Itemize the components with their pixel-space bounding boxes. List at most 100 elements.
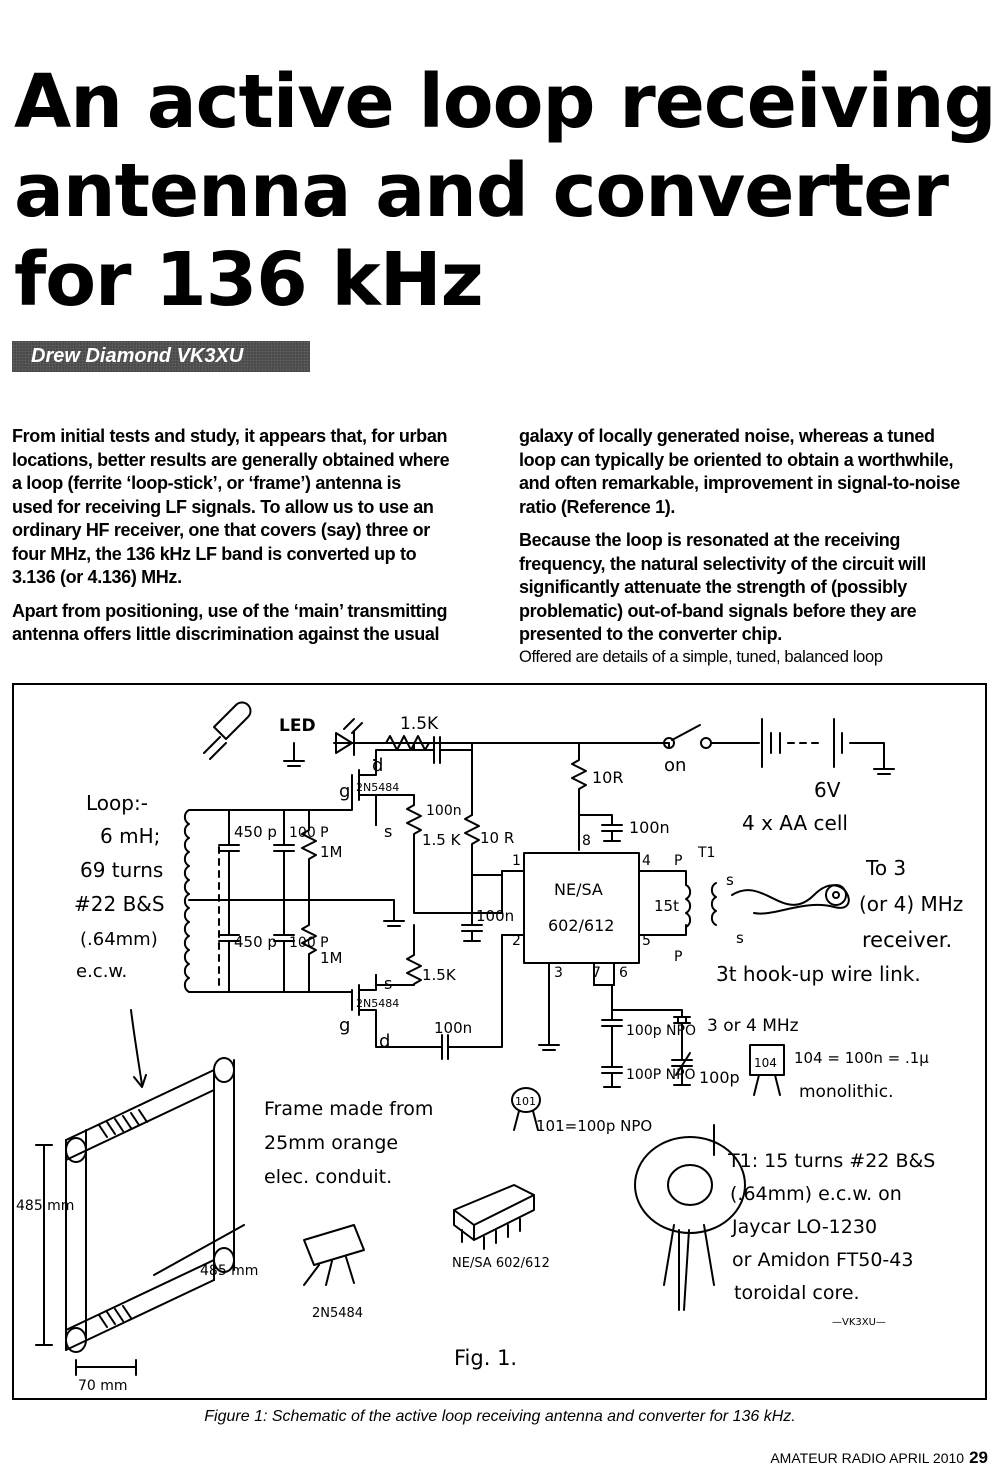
label-c-100n-supply: 100n (629, 818, 670, 837)
capacitor-top (413, 736, 473, 816)
label-pin-1: 1 (512, 853, 521, 869)
wire-mid (413, 874, 473, 914)
capacitor-mid-100n (461, 912, 483, 942)
capacitor-bot (433, 934, 503, 1060)
paragraph: From initial tests and study, it appears… (12, 425, 492, 590)
wire-pin4 (638, 870, 687, 886)
label-c-100n-bot: 100n (434, 1019, 472, 1037)
led-wire-down (283, 742, 305, 767)
label-pin-g: g (339, 781, 350, 802)
body-column-right: galaxy of locally generated noise, where… (519, 425, 989, 667)
paragraph: galaxy of locally generated noise, where… (519, 425, 989, 519)
wire-drain-top (375, 742, 415, 761)
label-battery-desc: 4 x AA cell (742, 811, 848, 835)
label-r-1m-a: 1M (320, 843, 343, 861)
label-t1-s: s (736, 929, 744, 947)
label-t1-desc: toroidal core. (734, 1282, 860, 1304)
label-pin-s: s (384, 974, 392, 993)
title-line-2: antenna and converter (14, 148, 949, 234)
gate-resistor-a (301, 809, 317, 901)
power-switch (663, 724, 760, 749)
label-pin-3: 3 (554, 965, 563, 981)
label-frame-desc: 25mm orange (264, 1132, 398, 1154)
label-cap-450-b: 450 p (234, 933, 277, 951)
tuning-cap-100-b (273, 899, 295, 993)
label-frame-desc: elec. conduit. (264, 1166, 392, 1188)
wire-pin5 (638, 924, 687, 936)
label-pin-4: 4 (642, 853, 651, 869)
capacitor-104-drawing (749, 1044, 785, 1096)
loop-bottom-wire (188, 991, 353, 1001)
label-r-1m-b: 1M (320, 949, 343, 967)
loop-frame-drawing (35, 1057, 245, 1376)
crystal (611, 1009, 691, 1036)
jfet-package-drawing (303, 1224, 365, 1286)
text-line: four MHz, the 136 kHz LF band is convert… (12, 543, 417, 564)
wire-mid-ic (471, 870, 503, 914)
label-r-10r-b: 10 R (480, 829, 514, 847)
label-cap-104-marking: 104 (754, 1056, 777, 1070)
author-byline: Drew Diamond VK3XU (12, 341, 310, 372)
label-signature: —VK3XU— (832, 1317, 886, 1328)
label-cap-101-desc: 101=100p NPO (536, 1117, 652, 1135)
text-line: and often remarkable, improvement in sig… (519, 473, 960, 493)
label-pin-6: 6 (619, 965, 628, 981)
label-t1-p: P (674, 853, 682, 869)
label-r-bot-15k: 1.5K (422, 966, 457, 984)
label-pin-d: d (372, 755, 383, 776)
schematic-figure: LED 1.5K on 6V 4 x AA cell 10R 100n 100n… (12, 683, 987, 1400)
label-to-receiver: (or 4) MHz (859, 892, 963, 916)
tuning-cap-450-b (218, 899, 240, 993)
label-jfet-pkg: 2N5484 (312, 1306, 363, 1321)
label-ic: 602/612 (548, 916, 614, 935)
text-line: a loop (ferrite ‘loop-stick’, or ‘frame’… (12, 473, 401, 493)
label-c-100p-npo-b: 100P NPO (626, 1067, 696, 1083)
capacitor-npo-b (601, 1054, 623, 1088)
label-cap-104-desc: 104 = 100n = .1μ (794, 1049, 929, 1067)
label-t1-desc: T1: 15 turns #22 B&S (727, 1150, 935, 1172)
label-cap-104-desc: monolithic. (799, 1082, 894, 1102)
label-pin-2: 2 (512, 933, 521, 949)
label-t1-desc: Jaycar LO-1230 (731, 1216, 877, 1238)
figure-caption: Figure 1: Schematic of the active loop r… (204, 1408, 796, 1425)
page-number: 29 (969, 1448, 988, 1467)
paragraph: Apart from positioning, use of the ‘main… (12, 600, 492, 647)
text-line: antenna offers little discrimination aga… (12, 624, 440, 644)
publication-name: AMATEUR RADIO APRIL 2010 (770, 1450, 965, 1466)
label-switch-on: on (664, 755, 686, 776)
label-led: LED (279, 716, 316, 736)
label-loop-desc: 6 mH; (100, 824, 160, 848)
text-line: loop can typically be oriented to obtain… (519, 449, 954, 470)
text-line: ratio (Reference 1). (519, 496, 676, 517)
text-line: Because the loop is resonated at the rec… (519, 530, 901, 550)
text-line: 3.136 (or 4.136) MHz. (12, 567, 182, 587)
label-c-100n-gate: 100n (426, 803, 462, 819)
label-dim-width: 70 mm (78, 1378, 128, 1394)
label-loop-desc: Loop:- (86, 791, 148, 815)
label-pin-s: s (384, 822, 392, 841)
label-pin-d: d (379, 1031, 390, 1052)
text-line: used for receiving LF signals. To allow … (12, 496, 434, 517)
wire-ground-centre (383, 912, 405, 927)
text-line: presented to the converter chip. (519, 624, 782, 644)
label-cap-450-a: 450 p (234, 823, 277, 841)
label-pin-g: g (339, 1015, 350, 1036)
wire-pin3 (538, 962, 560, 1051)
label-r-10r: 10R (592, 768, 623, 787)
t1-link (731, 884, 850, 915)
text-line-plain: Offered are details of a simple, tuned, … (519, 647, 883, 666)
resistor-led-1k5 (385, 735, 430, 751)
label-t1: T1 (697, 845, 715, 861)
label-dim-height: 485 mm (16, 1198, 74, 1214)
label-fig: Fig. 1. (454, 1346, 517, 1370)
text-line: frequency, the natural selectivity of th… (519, 553, 926, 574)
label-pin-7: 7 (592, 965, 601, 981)
label-loop-desc: 69 turns (80, 858, 163, 882)
resistor-source-top (406, 794, 422, 876)
text-line: locations, better results are generally … (12, 449, 450, 470)
capacitor-supply-100n (578, 814, 623, 842)
loop-centre-tap (188, 899, 395, 914)
body-column-left: From initial tests and study, it appears… (12, 425, 492, 657)
text-line: From initial tests and study, it appears… (12, 426, 448, 446)
